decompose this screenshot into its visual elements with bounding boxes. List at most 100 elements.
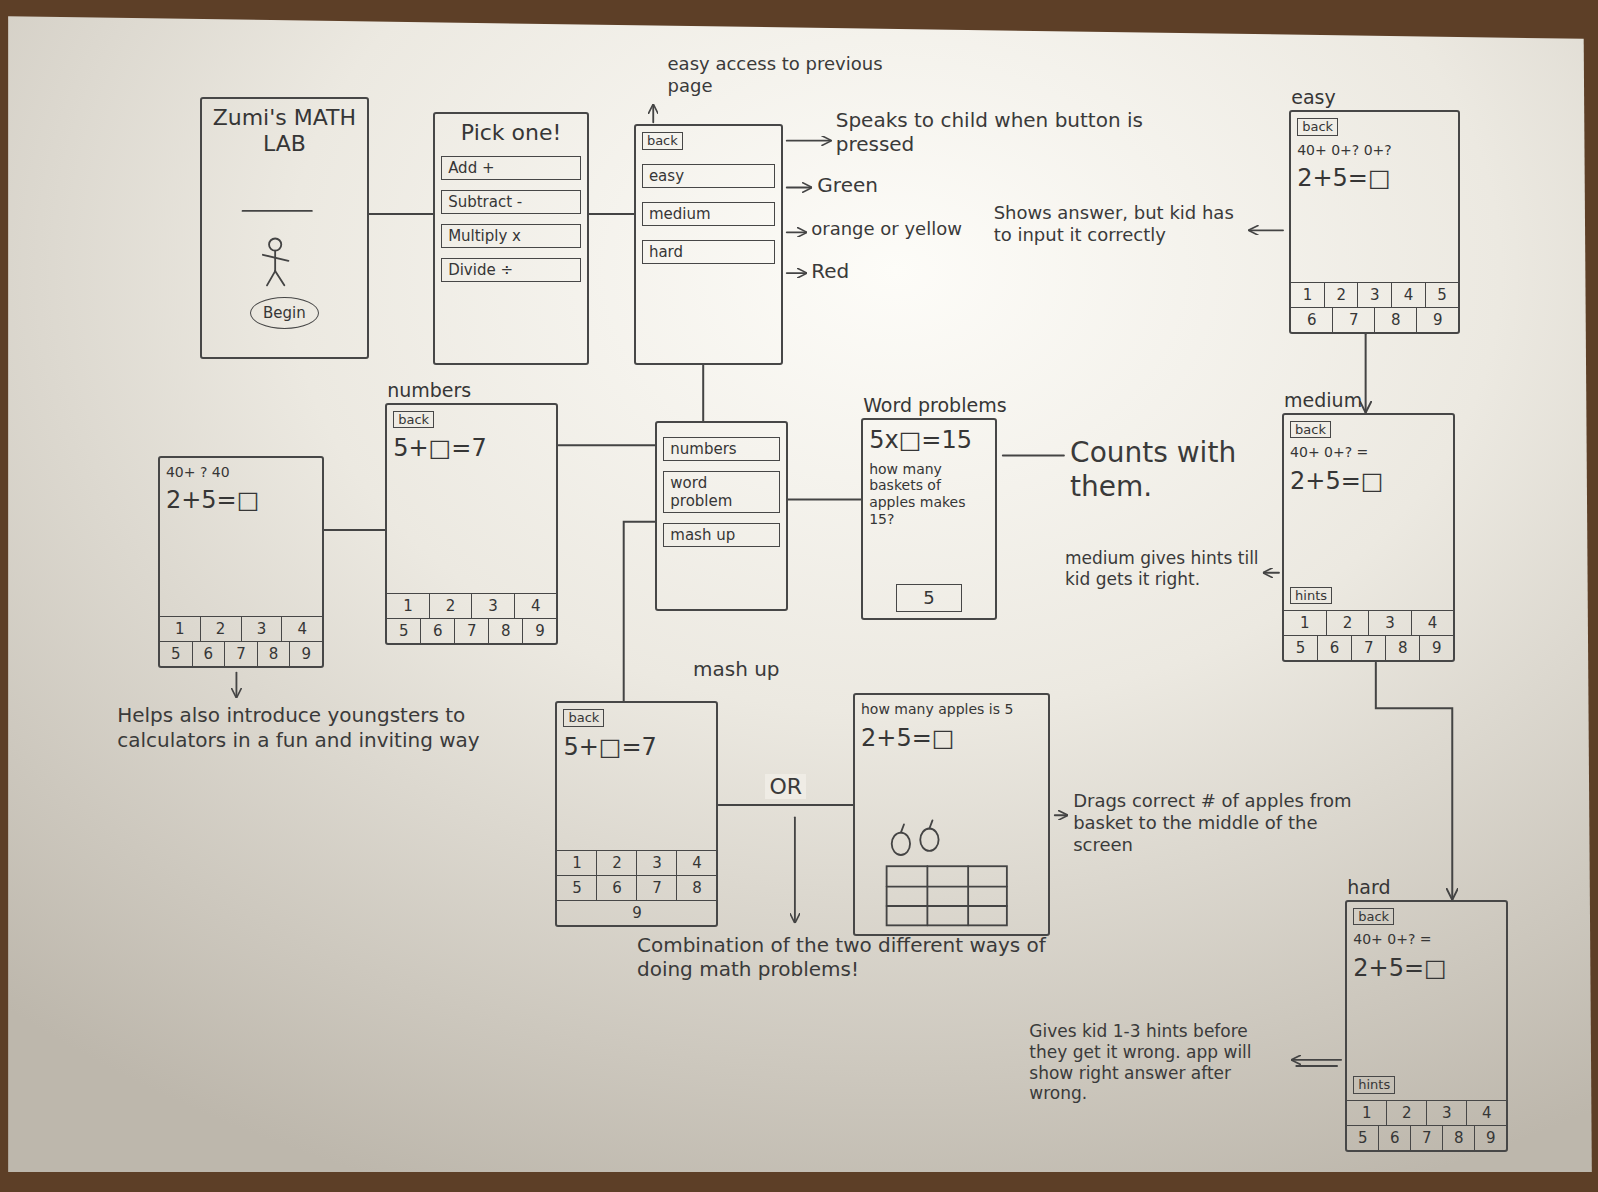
keypad: 123456789	[557, 850, 716, 925]
keypad-key: 1	[557, 851, 597, 875]
keypad-row: 9	[557, 900, 716, 925]
keypad: 123456789	[387, 593, 556, 643]
screen-small: how many apples is 5	[861, 701, 1042, 718]
leader-arrow	[652, 105, 654, 122]
keypad-key: 2	[1325, 283, 1359, 307]
screen-eq: 5+□=7	[563, 733, 710, 762]
keypad-key: 1	[1284, 611, 1327, 635]
screen-title: Pick one!	[441, 120, 581, 146]
keypad-key: 6	[193, 642, 226, 666]
keypad-key: 1	[160, 617, 201, 641]
keypad-key: 9	[523, 619, 556, 643]
keypad-key: 9	[1475, 1126, 1506, 1150]
sketch-note: Green	[817, 173, 939, 197]
screen-sketch: Pick one!Add +Subtract -Multiply xDivide…	[433, 112, 589, 365]
keypad-key: 2	[1387, 1101, 1427, 1125]
keypad-key: 8	[1375, 308, 1417, 332]
screen-head: medium	[1284, 389, 1362, 412]
sketch-note: medium gives hints till kid gets it righ…	[1065, 548, 1259, 589]
keypad: 123456789	[1291, 282, 1458, 332]
screen-btn: hard	[642, 240, 775, 264]
keypad-key: 9	[290, 642, 322, 666]
screen-sketch: 40+ ? 402+5=□123456789	[158, 456, 324, 668]
screen-sketch: hardback40+ 0+? =2+5=□hints123456789	[1345, 900, 1508, 1152]
keypad-key: 9	[1417, 308, 1458, 332]
title-underline	[243, 210, 312, 212]
screen-btn: Subtract -	[441, 190, 581, 214]
paper-sheet	[8, 16, 1592, 1172]
keypad-key: 8	[258, 642, 291, 666]
screen-back: back	[1353, 908, 1394, 926]
leader-arrow	[787, 272, 806, 274]
screen-back: back	[1290, 421, 1331, 439]
keypad-key: 9	[557, 901, 716, 925]
flow-connector	[1376, 662, 1452, 899]
keypad-key: 9	[1420, 636, 1453, 660]
keypad-key: 4	[677, 851, 716, 875]
screen-small: 40+ ? 40	[166, 464, 316, 481]
screen-sketch: how many apples is 52+5=□	[853, 693, 1050, 936]
sketch-note: orange or yellow	[811, 218, 989, 240]
keypad-row: 1234	[387, 594, 556, 618]
screen-eq: 5x□=15	[869, 426, 989, 455]
leader-arrow	[236, 673, 238, 697]
keypad-key: 6	[1379, 1126, 1411, 1150]
keypad-key: 7	[637, 876, 677, 900]
flow-connector	[702, 365, 704, 421]
flow-connector	[369, 213, 433, 215]
flow-connector	[624, 522, 656, 701]
screen-eq: 5+□=7	[393, 434, 550, 463]
screen-sketch: Zumi's MATH LABBegin	[200, 97, 369, 359]
leader-line	[1003, 455, 1064, 457]
keypad-row: 56789	[387, 618, 556, 643]
stick-figure	[263, 238, 288, 285]
flow-connector	[324, 529, 385, 531]
keypad-key: 3	[1427, 1101, 1467, 1125]
basket-drawing	[887, 866, 1007, 925]
sketch-note: mash up	[693, 657, 815, 681]
keypad-key: 3	[637, 851, 677, 875]
keypad-key: 4	[515, 594, 557, 618]
keypad-key: 6	[1318, 636, 1352, 660]
keypad-row: 1234	[1284, 611, 1453, 635]
keypad-key: 4	[1412, 611, 1454, 635]
keypad-key: 8	[1386, 636, 1420, 660]
screen-ans: 5	[896, 584, 961, 612]
keypad-key: 6	[597, 876, 637, 900]
keypad-key: 4	[282, 617, 322, 641]
leader-arrow	[787, 140, 831, 142]
screen-sketch: numbersword problemmash up	[655, 421, 787, 612]
screen-back: back	[563, 709, 604, 727]
screen-head: easy	[1291, 86, 1335, 109]
screen-eq: 2+5=□	[1290, 467, 1447, 496]
screen-hint: hints	[1290, 587, 1332, 605]
keypad: 123456789	[160, 616, 322, 666]
sketch-note: Gives kid 1-3 hints before they get it w…	[1029, 1021, 1284, 1104]
screen-sketch: mediumback40+ 0+? =2+5=□hints123456789	[1282, 413, 1455, 663]
keypad-key: 4	[1467, 1101, 1506, 1125]
flow-connector	[718, 804, 853, 806]
leader-arrow	[1055, 814, 1067, 816]
keypad-key: 8	[677, 876, 716, 900]
keypad-key: 8	[489, 619, 523, 643]
screen-eq: 2+5=□	[1353, 954, 1500, 983]
screen-small: how many baskets of apples makes 15?	[869, 461, 989, 528]
screen-back: back	[642, 132, 683, 150]
keypad-row: 1234	[1347, 1101, 1506, 1125]
screen-btn: Divide ÷	[441, 258, 581, 282]
screen-sketch: Word problems5x□=15how many baskets of a…	[861, 418, 997, 620]
screen-sketch: easyback40+ 0+? 0+?2+5=□123456789	[1289, 110, 1460, 334]
keypad-key: 3	[242, 617, 283, 641]
keypad-key: 6	[1291, 308, 1333, 332]
screen-title: Zumi's MATH LAB	[208, 105, 361, 158]
keypad-key: 8	[1443, 1126, 1475, 1150]
screen-sketch: back 5+□=7 123456789	[555, 701, 718, 927]
screen-small: 40+ 0+? =	[1290, 444, 1447, 461]
sketch-note: Counts with them.	[1070, 436, 1304, 504]
leader-line	[1296, 1065, 1337, 1067]
keypad-key: 3	[472, 594, 515, 618]
screen-sketch: numbersback5+□=7123456789	[385, 403, 558, 646]
leader-arrow	[1249, 229, 1283, 231]
sketch-layer	[8, 16, 1592, 1172]
